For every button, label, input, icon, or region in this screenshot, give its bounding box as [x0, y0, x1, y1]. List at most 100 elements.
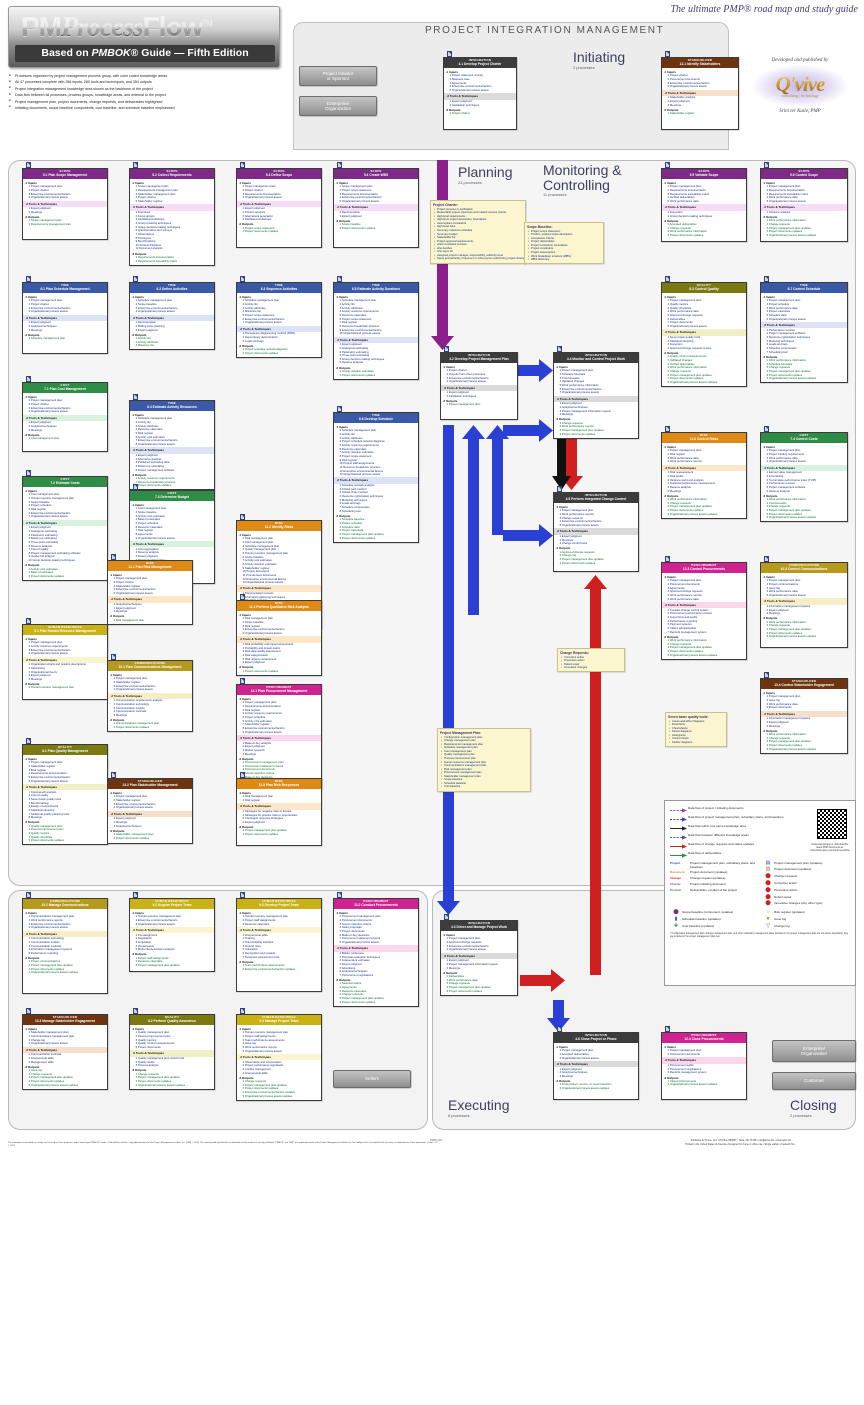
process-item: 6 Resource calendars: [339, 447, 367, 451]
flow-arrow: [552, 432, 571, 490]
legend-entry-text: Preventive action: [774, 887, 798, 892]
knowledge-area-label: RISK: [275, 521, 283, 526]
process-section-label: .1 Inputs: [238, 613, 251, 618]
process-item: 1 Communications management plan: [113, 722, 160, 726]
knowledge-area-label: TIME: [275, 283, 283, 288]
process-item: 1 Human resource management plan: [242, 915, 288, 919]
feature-bullet: Processes organized by project managemen…: [8, 74, 280, 79]
process-item: 2 Requirements management plan: [135, 189, 178, 193]
process-item: 4 Change requests: [339, 993, 363, 997]
legend-entry: ▮Schedule baseline (updates): [670, 916, 758, 922]
process-item: 1 Inspection: [667, 210, 683, 214]
document-icon: [665, 556, 670, 562]
process-section-label: .2 Tools & Techniques: [554, 395, 638, 402]
process-item: 1 Cost aggregation: [135, 547, 159, 551]
process-name: 7.3 Determine Budget: [155, 494, 189, 499]
process-section-label: .1 Inputs: [238, 295, 251, 300]
process-item: 5 Project management software: [135, 468, 175, 472]
knowledge-area-label: TIME: [61, 283, 69, 288]
process-item: 1 Project management plan updates: [242, 829, 287, 833]
legend-entry-text: Cost baseline (updates): [682, 923, 715, 928]
note-item: Risk management plan: [441, 768, 528, 772]
note-item: Flowcharts: [669, 723, 724, 727]
process-item: 1 Project charter: [449, 112, 470, 116]
process-item: 6 Project management plan updates: [667, 373, 712, 377]
process-item: 1 Schedule baseline: [339, 518, 365, 522]
process-item: 3 Project management plan updates: [667, 646, 712, 650]
process-item: 12 Enterprise environmental factors: [242, 577, 287, 581]
process-item: 4 Project calendars: [339, 529, 364, 533]
process-item: 1 Risk management plan: [242, 617, 274, 621]
process-item: 2 Accepted deliverables: [559, 1053, 589, 1057]
process-item: 1 Stakeholder register: [667, 112, 695, 116]
process-item: 3 Conflict management: [242, 1067, 271, 1071]
process-item: 3 Project management plan updates: [28, 1076, 73, 1080]
document-icon: [665, 276, 670, 282]
process-item: 1 Risk management plan: [242, 795, 274, 799]
note-item: Defect repair: [561, 663, 622, 667]
knowledge-area-label: TIME: [168, 401, 176, 406]
process-name: 7.2 Estimate Costs: [50, 480, 80, 485]
subtitle-reg: ®: [130, 47, 139, 59]
document-icon: [240, 1008, 245, 1014]
process-item: 1 Selected sellers: [339, 982, 362, 986]
process-item: 11 Document analysis: [135, 247, 163, 251]
